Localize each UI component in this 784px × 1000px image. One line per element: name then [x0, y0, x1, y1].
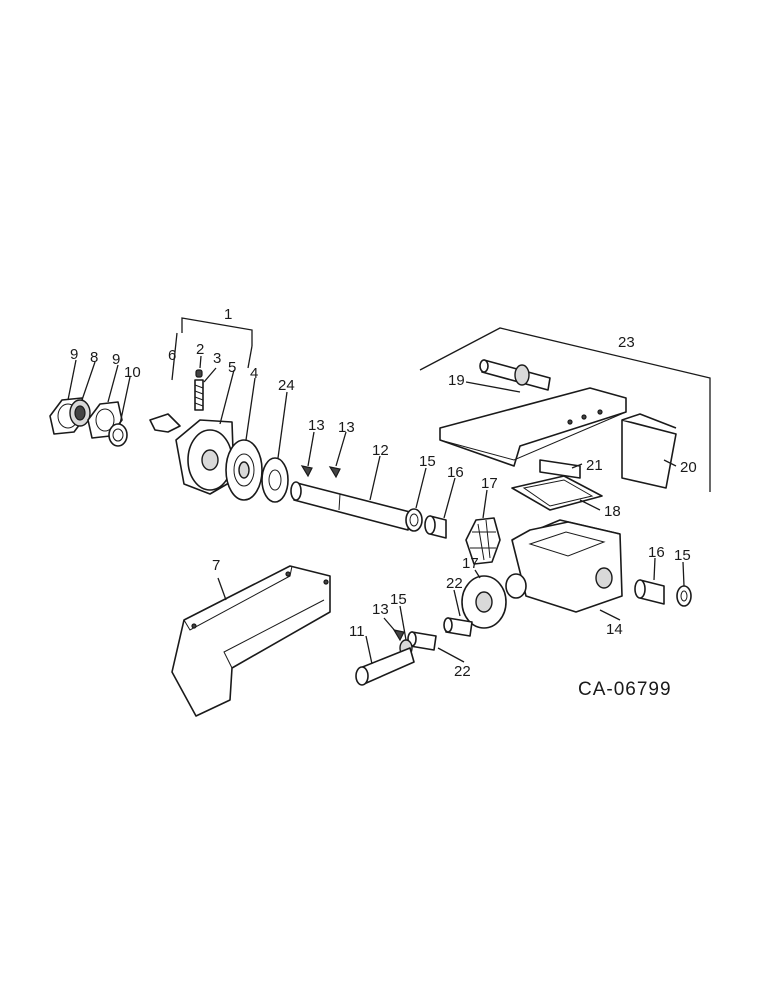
cup-24	[261, 457, 289, 503]
bushing-16-b	[634, 579, 665, 605]
callout-16-b: 16	[648, 544, 665, 561]
shield-7	[171, 565, 331, 717]
bushing-22-a	[443, 617, 473, 637]
callout-12: 12	[372, 442, 389, 459]
bushing-22-b	[407, 631, 437, 651]
clutch-housing-5	[175, 419, 235, 495]
callout-17-a: 17	[481, 475, 498, 492]
callout-11: 11	[349, 623, 365, 640]
bevel-gear-17-b	[461, 575, 507, 629]
callout-2: 2	[196, 341, 204, 358]
callout-24: 24	[278, 377, 295, 394]
callout-4: 4	[250, 365, 258, 382]
key-13-c	[392, 629, 405, 642]
callout-8: 8	[90, 349, 98, 366]
callout-7: 7	[212, 557, 220, 574]
key-13-a	[300, 465, 313, 478]
leader-lines	[67, 355, 685, 665]
shaft-12	[290, 481, 411, 531]
box-20	[621, 413, 677, 489]
callout-13-c: 13	[372, 601, 389, 618]
callout-10: 10	[124, 364, 141, 381]
callout-1: 1	[224, 306, 232, 323]
callout-13-b: 13	[338, 419, 355, 436]
bracket-shaft	[479, 359, 551, 391]
callout-6: 6	[168, 347, 176, 364]
collar-10	[108, 423, 128, 447]
sprocket-4	[225, 439, 263, 501]
group-bracket-1	[181, 317, 253, 346]
callout-13-a: 13	[308, 417, 325, 434]
callout-16-a: 16	[447, 464, 464, 481]
callout-5: 5	[228, 359, 236, 376]
callout-14: 14	[606, 621, 623, 638]
callout-15-b: 15	[390, 591, 407, 608]
plate-21	[539, 459, 581, 479]
callout-19: 19	[448, 372, 465, 389]
washer-15-c	[676, 585, 692, 607]
callout-23: 23	[618, 334, 635, 351]
bearing-8	[69, 399, 91, 427]
callout-20: 20	[680, 459, 697, 476]
channel-bracket-19	[439, 387, 627, 467]
callout-22-b: 22	[454, 663, 471, 680]
group-bracket-23	[419, 327, 711, 492]
pin-2	[195, 369, 203, 378]
latch-6	[149, 413, 181, 433]
callout-9-b: 9	[112, 351, 120, 368]
callout-15-c: 15	[674, 547, 691, 564]
spring-3	[194, 379, 204, 411]
callout-18: 18	[604, 503, 621, 520]
gearbox-14	[505, 519, 623, 613]
bevel-gear-17-a	[465, 517, 501, 565]
callout-labels: 1 2 3 4 5 6 7 8 9 9 10 11 12 13 13 13 14…	[70, 306, 697, 680]
callout-3: 3	[213, 350, 221, 367]
bushing-16-a	[424, 515, 447, 539]
callout-17-b: 17	[462, 555, 479, 572]
callout-21: 21	[586, 457, 603, 474]
drawing-code: CA-06799	[578, 679, 672, 700]
callout-9-a: 9	[70, 346, 78, 363]
callout-15-a: 15	[419, 453, 436, 470]
key-13-b	[328, 466, 341, 479]
callout-22-a: 22	[446, 575, 463, 592]
gasket-18	[511, 475, 603, 511]
washer-15-a	[405, 508, 423, 532]
shaft-11	[355, 647, 415, 686]
